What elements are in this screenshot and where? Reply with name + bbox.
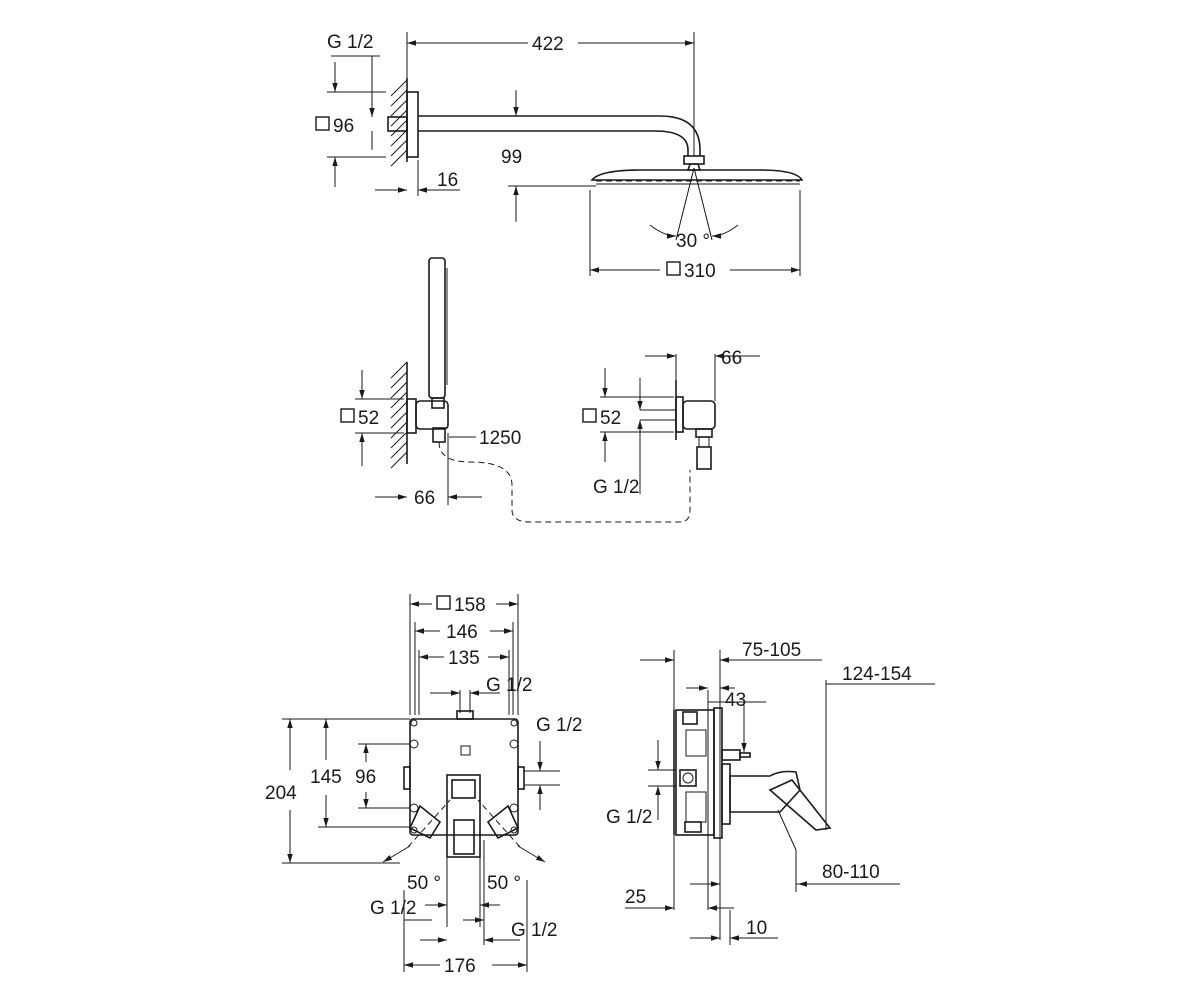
holder-depth-label: 66 [414,488,435,509]
thread-label-top: G 1/2 [327,32,373,53]
tilt-label: 30 ° [676,231,710,252]
height-204-label: 204 [265,783,297,804]
angle-right-label: 50 ° [487,873,521,894]
plate-135-label: 135 [448,648,480,669]
flange-96-label: 96 [333,116,354,137]
dim-99: 99 [501,147,522,168]
offset-43-label: 43 [725,690,746,711]
projection-label: 124-154 [842,664,912,685]
body-thread-right-label: G 1/2 [536,715,582,736]
thread-bottom-right-label: G 1/2 [511,920,557,941]
concealed-body-side-view: 75-105 124-154 43 G 1/2 80-110 25 10 [606,640,935,945]
side-thread-label: G 1/2 [606,807,652,828]
angle-left-label: 50 ° [407,873,441,894]
hose-length-label: 1250 [479,428,521,449]
hand-shower-view: 52 1250 66 [340,257,691,523]
plate-146-label: 146 [446,622,478,643]
depth-25-label: 25 [625,887,646,908]
head-size-label: 310 [684,261,716,282]
body-thread-top-label: G 1/2 [486,675,532,696]
elbow-depth-label: 66 [721,348,742,369]
dim-422: 422 [532,34,564,55]
base-width-label: 176 [444,956,476,977]
install-depth-label: 75-105 [742,640,801,661]
dim-16: 16 [437,170,458,191]
wall-hatching [390,79,408,167]
holder-52-label: 52 [358,408,379,429]
head-shower-view: 30 ° 422 G 1/2 96 16 99 [315,32,804,282]
concealed-body-front-view: 158 146 135 G 1/2 [265,594,582,977]
depth-10-label: 10 [746,918,767,939]
height-96-label: 96 [355,767,376,788]
elbow-52-label: 52 [600,408,621,429]
wall-hatching [390,361,408,469]
height-145-label: 145 [310,767,342,788]
depth-80-110-label: 80-110 [822,862,880,883]
thread-bottom-left-label: G 1/2 [370,898,416,919]
elbow-thread-label: G 1/2 [593,477,639,498]
plate-158-label: 158 [454,595,486,616]
wall-elbow-view: 66 52 G 1/2 [582,348,760,498]
